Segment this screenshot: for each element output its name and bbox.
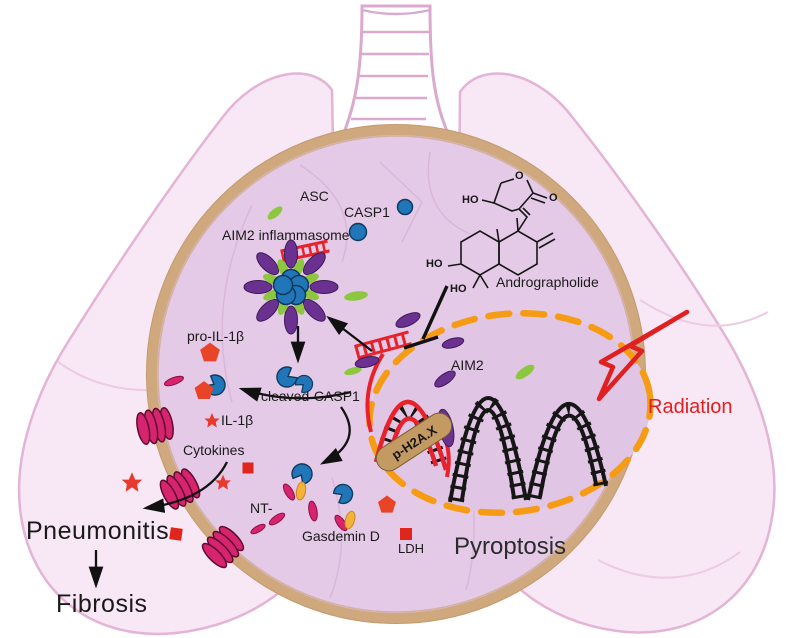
gasdermin-nt-fragment-icon: [164, 375, 348, 535]
andrographolide-structure: [447, 178, 556, 289]
label-asc: ASC: [300, 188, 329, 204]
atom-label-ho: HO: [450, 283, 467, 295]
label-cytokines: Cytokines: [183, 442, 245, 458]
label-andrographolide: Andrographolide: [496, 274, 599, 290]
label-casp1: CASP1: [344, 204, 390, 220]
radiation-bolt-icon: [596, 309, 690, 402]
label-gasdermin-d: Gasdemin D: [302, 528, 380, 544]
pathway-arrows: [88, 315, 373, 589]
atom-label-o: O: [515, 170, 524, 182]
label-fibrosis: Fibrosis: [56, 590, 148, 618]
inhibition-line: [403, 285, 449, 350]
gasdermin-ct-fragment-icon: [295, 481, 356, 530]
nucleus-envelope: [366, 309, 654, 517]
label-cleaved-casp1: cleaved-CASP1: [261, 388, 360, 404]
casp1-circle-icon: [348, 198, 414, 242]
arrow-casp1-to-gasdermin: [319, 406, 351, 465]
atom-label-o: O: [549, 192, 558, 204]
label-nt: NT-: [250, 500, 273, 516]
label-pneumonitis: Pneumonitis: [26, 517, 170, 545]
atom-label-ho: HO: [426, 258, 443, 270]
atom-label-ho: HO: [462, 194, 479, 206]
aim2-inflammasome-complex: [243, 239, 339, 335]
label-aim2: AIM2: [451, 357, 484, 373]
label-pyroptosis: Pyroptosis: [454, 533, 567, 560]
label-ldh: LDH: [398, 541, 425, 556]
label-aim2-inflammasome: AIM2 inflammasome: [222, 227, 350, 243]
arrow-casp1-to-il1b: [238, 387, 352, 402]
asc-oval-icon: [267, 206, 535, 380]
ldh-square-icon: [169, 462, 412, 541]
dna-helix: [448, 396, 609, 503]
label-pro-il1b: pro-IL-1β: [187, 328, 245, 344]
arrow-cytokines-out: [142, 461, 229, 513]
label-radiation: Radiation: [648, 396, 733, 418]
label-il1b: IL-1β: [221, 412, 254, 428]
trachea: [337, 4, 455, 144]
arrow-dna-to-inflammasome: [326, 315, 373, 352]
